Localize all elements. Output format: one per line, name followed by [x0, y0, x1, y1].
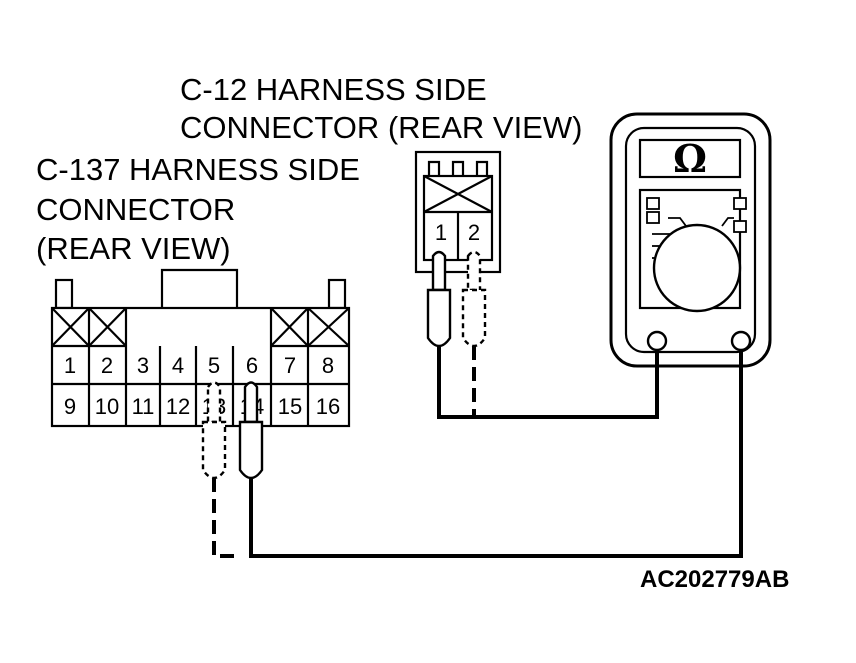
meter-display: [638, 138, 742, 179]
c137-center-hood: [160, 268, 239, 308]
meter-ohm-symbol: Ω: [673, 136, 707, 181]
lead-c137-pin5-dashed: [212, 478, 240, 558]
lead-c137-pin6-to-meter: [249, 350, 743, 558]
figure-code: AC202779AB: [640, 566, 789, 593]
c137-pin-label: 5: [208, 353, 220, 378]
test-probe-icon: [201, 250, 487, 480]
meter-com-jack: [646, 330, 668, 352]
probe-c137-pin6: [238, 381, 264, 480]
c137-left-latch: [54, 278, 74, 310]
lead-c12-pin1-to-meter: [437, 346, 659, 419]
c12-pin-label: 1: [435, 220, 447, 245]
c137-pin-label: 8: [322, 353, 334, 378]
test-leads: [212, 346, 743, 558]
c12-blank-cavity-mark: [423, 175, 493, 213]
meter-ohm-jack: [730, 330, 752, 352]
c137-pin-label: 9: [64, 394, 76, 419]
c12-label-line2: CONNECTOR (REAR VIEW): [180, 110, 582, 145]
c137-pin-label: 16: [316, 394, 340, 419]
c137-pin-label: 15: [278, 394, 302, 419]
c137-blank-cavity-mark: [51, 307, 90, 347]
c137-blank-cavity-mark: [88, 307, 127, 347]
c137-pin-label: 2: [101, 353, 113, 378]
c137-label-line3: (REAR VIEW): [36, 231, 231, 266]
c137-pin-label: 1: [64, 353, 76, 378]
probe-c12-pin1: [426, 250, 452, 348]
c137-pin-label: 10: [95, 394, 119, 419]
c12-connector: [414, 150, 502, 274]
c12-latch: [451, 160, 465, 176]
c137-label-line2: CONNECTOR: [36, 192, 235, 227]
c12-pin-label: 2: [468, 220, 480, 245]
c137-pin-label: 11: [132, 394, 155, 419]
c137-label-line1: C-137 HARNESS SIDE: [36, 152, 360, 187]
c12-latch: [427, 160, 441, 176]
c137-body: [50, 306, 351, 428]
probe-c137-pin5: [201, 381, 227, 480]
c137-blank-cavity-mark: [307, 307, 350, 347]
c137-pin-label: 6: [246, 353, 258, 378]
c137-pin-label: 4: [172, 353, 184, 378]
c12-latch: [475, 160, 489, 176]
c12-label-line1: C-12 HARNESS SIDE: [180, 72, 487, 107]
c137-right-latch: [327, 278, 347, 310]
ohmmeter-icon: [609, 112, 772, 368]
c137-pin-label: 3: [137, 353, 149, 378]
c12-pin-numbers: 1 2: [435, 220, 480, 245]
c137-pin-label: 12: [166, 394, 190, 419]
probe-c12-pin2: [461, 250, 487, 348]
meter-selector-dial: [652, 223, 742, 313]
c137-connector: [50, 268, 351, 428]
c137-blank-cavity-mark: [270, 307, 309, 347]
c137-pin-label: 7: [284, 353, 296, 378]
